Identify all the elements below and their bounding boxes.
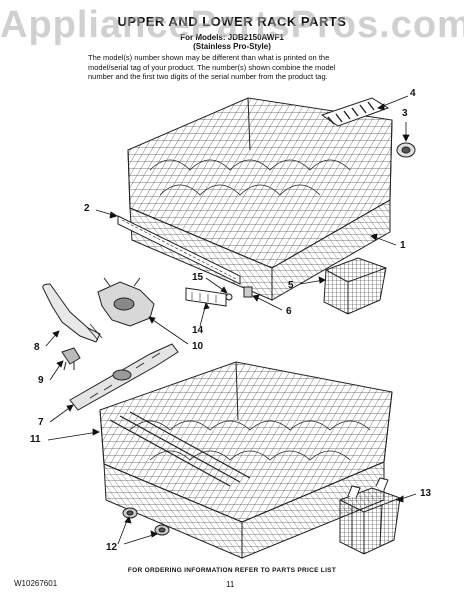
callout-15: 15 <box>192 272 204 283</box>
part-10-mount <box>97 277 155 327</box>
document-id: W10267601 <box>14 579 58 588</box>
callout-13: 13 <box>420 488 432 499</box>
callout-4: 4 <box>410 88 416 99</box>
part-9-fitting <box>61 347 81 371</box>
callout-3: 3 <box>402 108 408 119</box>
part-13-basket <box>339 477 401 555</box>
ordering-note: FOR ORDERING INFORMATION REFER TO PARTS … <box>127 567 337 574</box>
part-4-clip <box>320 97 390 127</box>
part-12-wheels <box>122 507 170 536</box>
note-line: number and the first two digits of the s… <box>88 72 328 81</box>
part-7-spray-arm <box>69 343 179 411</box>
note-line: model/serial tag of your product. The nu… <box>88 62 336 72</box>
callout-6: 6 <box>286 306 292 317</box>
callout-11: 11 <box>30 434 41 445</box>
callout-10: 10 <box>192 341 204 352</box>
part-5-basket <box>323 257 387 315</box>
part-8-spray-tube <box>42 283 103 343</box>
leader-lines <box>45 95 417 545</box>
page-number: 11 <box>226 580 235 589</box>
callout-12: 12 <box>106 542 118 553</box>
part-3-wheel <box>396 142 416 158</box>
callout-5: 5 <box>288 280 294 291</box>
part-14-bracket <box>185 287 227 307</box>
part-15-clip <box>225 293 233 301</box>
callout-9: 9 <box>38 375 44 386</box>
callout-7: 7 <box>38 417 44 428</box>
model-number-line: For Models: JDB2150AWF1 <box>180 33 284 42</box>
lower-rack <box>99 361 393 559</box>
callout-14: 14 <box>192 325 204 336</box>
callout-2: 2 <box>84 203 90 214</box>
page-title: UPPER AND LOWER RACK PARTS <box>117 14 347 29</box>
note-line: The model(s) number shown may be differe… <box>88 53 330 62</box>
part-6-stop <box>243 286 253 298</box>
callout-8: 8 <box>34 342 40 353</box>
style-line: (Stainless Pro-Style) <box>193 42 271 51</box>
upper-rack <box>127 97 393 301</box>
model-notes: The model(s) number shown may be differe… <box>88 53 398 82</box>
part-2-rail <box>117 215 241 285</box>
callout-1: 1 <box>400 240 406 251</box>
watermark: AppliancePartsPros.com <box>0 4 464 46</box>
